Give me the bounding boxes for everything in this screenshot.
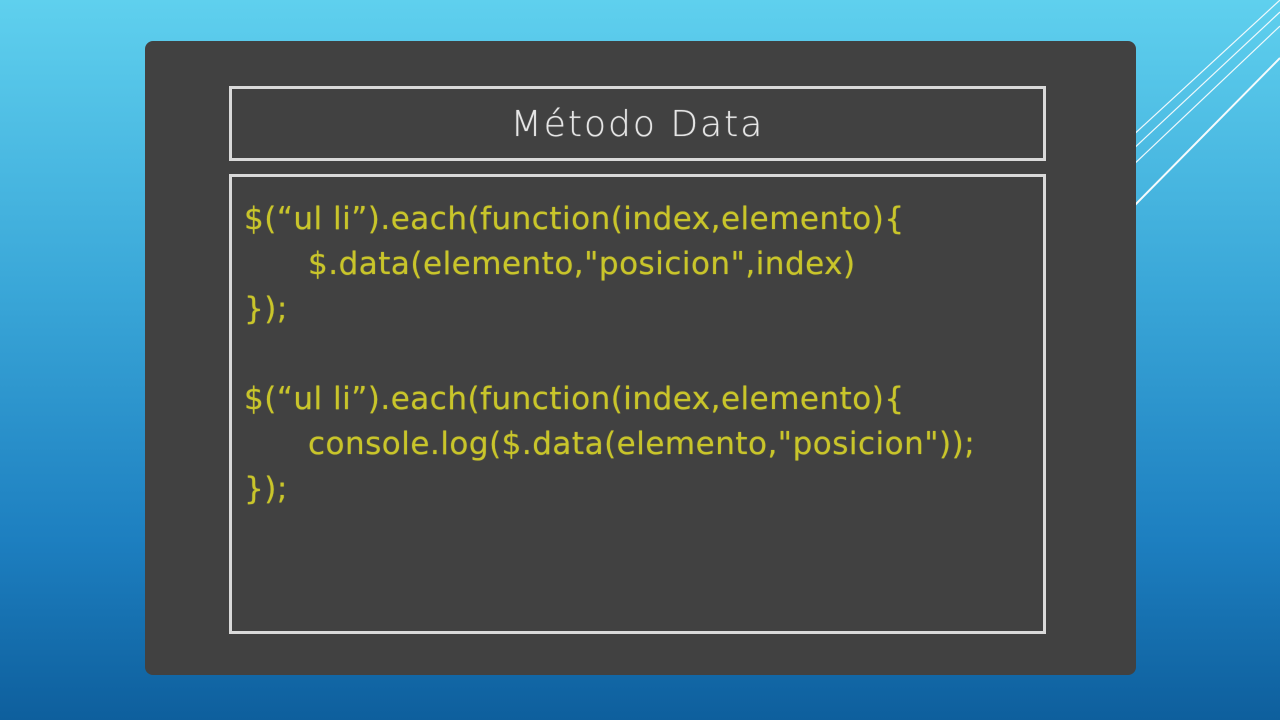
code-line: }); [244,291,288,327]
code-line: $.data(elemento,"posicion",index) [308,246,856,282]
code-line: $(“ul li”).each(function(index,elemento)… [244,201,905,237]
chalkboard-panel [145,41,1136,675]
code-line: }); [244,471,288,507]
code-line: console.log($.data(elemento,"posicion"))… [308,426,976,462]
code-frame: $(“ul li”).each(function(index,elemento)… [229,174,1046,634]
title-frame: Método Data [229,86,1046,161]
code-block: $(“ul li”).each(function(index,elemento)… [244,197,975,512]
slide-title: Método Data [510,104,765,145]
decorative-diagonal-lines [1130,0,1280,211]
code-line [244,332,975,377]
code-line: $(“ul li”).each(function(index,elemento)… [244,381,905,417]
